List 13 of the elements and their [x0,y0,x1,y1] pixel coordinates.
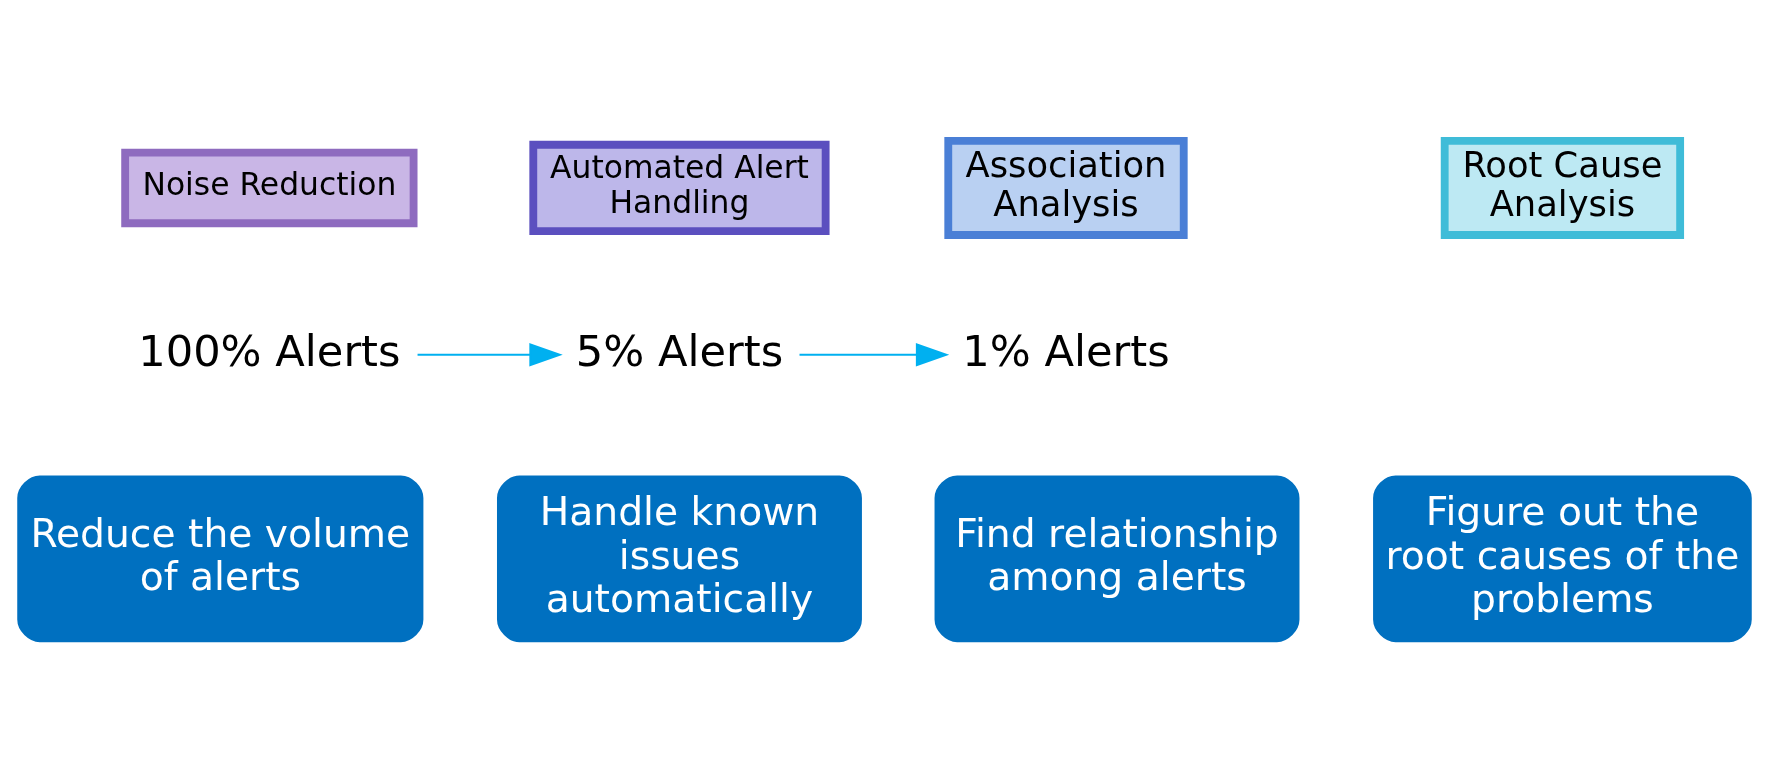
node-text: 100% Alerts [138,325,401,376]
node-box: Reduce the volume of alerts [15,473,426,645]
node-box: Automated Alert Handling [529,140,830,236]
node-box: Root Cause Analysis [1440,136,1685,239]
node-box: Noise Reduction [121,148,418,228]
node-box: Figure out the root causes of the problems [1371,473,1754,645]
node-text: 1% Alerts [962,325,1170,376]
node-box: Find relationship among alerts [932,473,1302,645]
arrow [798,343,950,367]
node-text: 5% Alerts [575,325,784,376]
node-box: Handle known issues automatically [495,473,864,645]
arrow [416,343,563,367]
node-box: Association Analysis [944,136,1188,239]
